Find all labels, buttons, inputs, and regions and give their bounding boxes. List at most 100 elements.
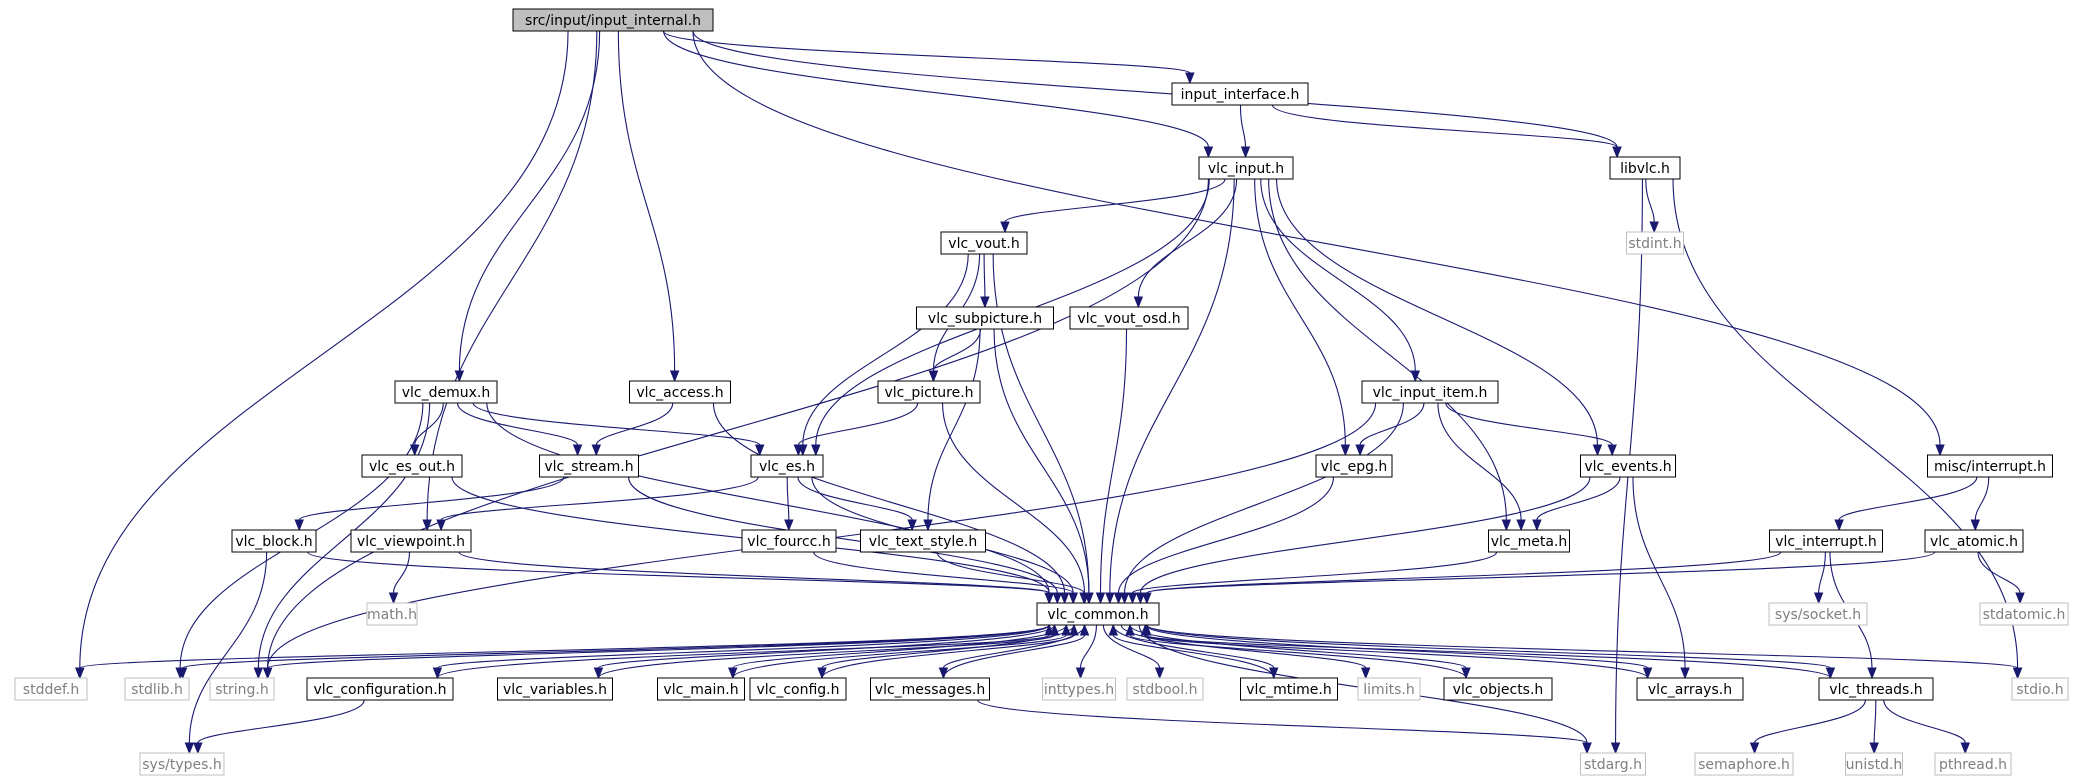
edge-vlc_input-to-vlc_common [1109, 178, 1235, 594]
node-vlc-input[interactable]: vlc_input.h [1198, 156, 1294, 180]
node-label: stdbool.h [1133, 682, 1198, 698]
node-misc-interrupt[interactable]: misc/interrupt.h [1927, 454, 2053, 478]
node-label: vlc_common.h [1047, 607, 1148, 623]
arrowhead-vlc_es-to-vlc_fourcc [784, 519, 794, 532]
arrowhead-vlc_threads-to-pthread [1960, 742, 1970, 755]
node-vlc-messages[interactable]: vlc_messages.h [870, 677, 990, 701]
edge-root-to-libvlc [692, 30, 1618, 148]
node-label: stddef.h [23, 682, 79, 698]
node-vlc-demux[interactable]: vlc_demux.h [394, 380, 498, 404]
arrowhead-vlc_es-to-vlc_viewpoint [436, 519, 446, 532]
node-box [209, 677, 275, 701]
node-box [1443, 677, 1553, 701]
arrowhead-vlc_common-to-stdlib [177, 667, 188, 680]
node-label: inttypes.h [1044, 682, 1114, 698]
node-box [1042, 677, 1116, 701]
node-label: vlc_variables.h [503, 682, 607, 698]
node-vlc-meta[interactable]: vlc_meta.h [1488, 529, 1570, 553]
edge-vlc_common-to-stdbool [1102, 624, 1161, 669]
arrowhead-vlc_input_item-to-vlc_events [1607, 444, 1617, 457]
arrowhead-vlc_atomic-to-stdatomic [2015, 592, 2025, 605]
edge-misc_interrupt-to-vlc_atomic [1974, 476, 1990, 521]
edge-vlc_vout-to-vlc_subpicture [983, 253, 986, 298]
node-vlc-variables[interactable]: vlc_variables.h [497, 677, 613, 701]
node-input-interface[interactable]: input_interface.h [1171, 82, 1309, 106]
node-box [1357, 677, 1421, 701]
node-vlc-fourcc[interactable]: vlc_fourcc.h [741, 529, 837, 553]
edge-vlc_fourcc-to-vlc_common [813, 551, 1074, 594]
edge-vlc_stream-to-vlc_block [298, 476, 565, 521]
edge-vlc_configuration-to-vlc_common [436, 634, 1050, 679]
node-label: unistd.h [1846, 757, 1903, 773]
node-vlc-common[interactable]: vlc_common.h [1036, 602, 1160, 626]
arrowhead-vlc_demux-to-vlc_es_out [409, 444, 420, 457]
arrowhead-vlc_threads-to-semaphore [1749, 742, 1760, 755]
edge-vlc_demux-to-vlc_stream [456, 402, 579, 446]
node-vlc-vout[interactable]: vlc_vout.h [940, 231, 1028, 255]
node-label: vlc_viewpoint.h [357, 534, 465, 550]
node-box [1036, 602, 1160, 626]
node-vlc-interrupt[interactable]: vlc_interrupt.h [1769, 529, 1883, 553]
node-box [539, 454, 639, 478]
edge-input_interface-to-vlc_input [1239, 104, 1247, 148]
node-layer: src/input/input_internal.h input_interfac… [14, 8, 2069, 776]
node-vlc-access[interactable]: vlc_access.h [629, 380, 731, 404]
node-vlc-es-out[interactable]: vlc_es_out.h [361, 454, 463, 478]
node-vlc-threads[interactable]: vlc_threads.h [1818, 677, 1934, 701]
node-label: vlc_threads.h [1829, 682, 1922, 698]
arrowhead-vlc_interrupt-to-sys_socket [1813, 592, 1824, 605]
node-vlc-es[interactable]: vlc_es.h [750, 454, 824, 478]
node-vlc-subpicture[interactable]: vlc_subpicture.h [916, 306, 1054, 330]
node-vlc-config[interactable]: vlc_config.h [749, 677, 847, 701]
node-box [1636, 677, 1744, 701]
node-vlc-block[interactable]: vlc_block.h [231, 529, 317, 553]
node-box [657, 677, 745, 701]
arrowhead-vlc_fourcc-to-vlc_common [1068, 592, 1079, 605]
edge-libvlc-to-stdint [1645, 178, 1655, 223]
node-vlc-events[interactable]: vlc_events.h [1580, 454, 1676, 478]
edge-vlc_common-to-vlc_mtime [1112, 624, 1275, 669]
node-label: vlc_text_style.h [869, 534, 977, 550]
node-box [497, 677, 613, 701]
edge-vlc_input_item-to-vlc_meta [1437, 402, 1522, 521]
edge-vlc_common-to-vlc_variables [597, 624, 1056, 669]
arrowhead-root-to-misc_interrupt [1935, 444, 1945, 457]
node-label: src/input/input_internal.h [525, 13, 701, 29]
edge-vlc_vout-to-vlc_es [802, 253, 969, 446]
node-vlc-input-item[interactable]: vlc_input_item.h [1361, 380, 1499, 404]
node-vlc-viewpoint[interactable]: vlc_viewpoint.h [350, 529, 472, 553]
arrowhead-vlc_interrupt-to-vlc_threads [1867, 667, 1877, 680]
arrowhead-vlc_atomic-to-vlc_common [1142, 592, 1152, 605]
node-vlc-text-style[interactable]: vlc_text_style.h [860, 529, 986, 553]
node-box [1240, 677, 1338, 701]
edge-vlc_meta-to-vlc_common [1131, 551, 1498, 594]
node-vlc-stream[interactable]: vlc_stream.h [539, 454, 639, 478]
arrowhead-vlc_viewpoint-to-math [388, 592, 399, 605]
edge-vlc_text_style-to-vlc_common [936, 551, 1085, 594]
node-libvlc[interactable]: libvlc.h [1609, 156, 1681, 180]
node-box [1580, 752, 1646, 776]
arrowhead-misc_interrupt-to-vlc_interrupt [1834, 519, 1844, 532]
arrowhead-vlc_epg-to-vlc_common [1113, 592, 1124, 605]
node-vlc-epg[interactable]: vlc_epg.h [1315, 454, 1393, 478]
node-box [366, 602, 418, 626]
node-box [1609, 156, 1681, 180]
node-vlc-vout-osd[interactable]: vlc_vout_osd.h [1069, 306, 1189, 330]
node-stdarg: stdarg.h [1580, 752, 1646, 776]
node-vlc-main[interactable]: vlc_main.h [657, 677, 745, 701]
node-label: libvlc.h [1620, 161, 1670, 177]
node-box [512, 8, 714, 32]
node-sys-socket: sys/socket.h [1768, 602, 1868, 626]
edge-vlc_block-to-vlc_common [307, 551, 1050, 594]
node-vlc-mtime[interactable]: vlc_mtime.h [1240, 677, 1338, 701]
node-vlc-configuration[interactable]: vlc_configuration.h [306, 677, 454, 701]
node-box [1580, 454, 1676, 478]
node-label: vlc_access.h [636, 385, 723, 401]
node-label: vlc_main.h [663, 682, 738, 698]
arrowhead-vlc_events-to-vlc_common [1135, 592, 1146, 605]
node-vlc-atomic[interactable]: vlc_atomic.h [1924, 529, 2024, 553]
node-vlc-arrays[interactable]: vlc_arrays.h [1636, 677, 1744, 701]
node-vlc-objects[interactable]: vlc_objects.h [1443, 677, 1553, 701]
node-label: stdlib.h [131, 682, 183, 698]
node-vlc-picture[interactable]: vlc_picture.h [877, 380, 981, 404]
